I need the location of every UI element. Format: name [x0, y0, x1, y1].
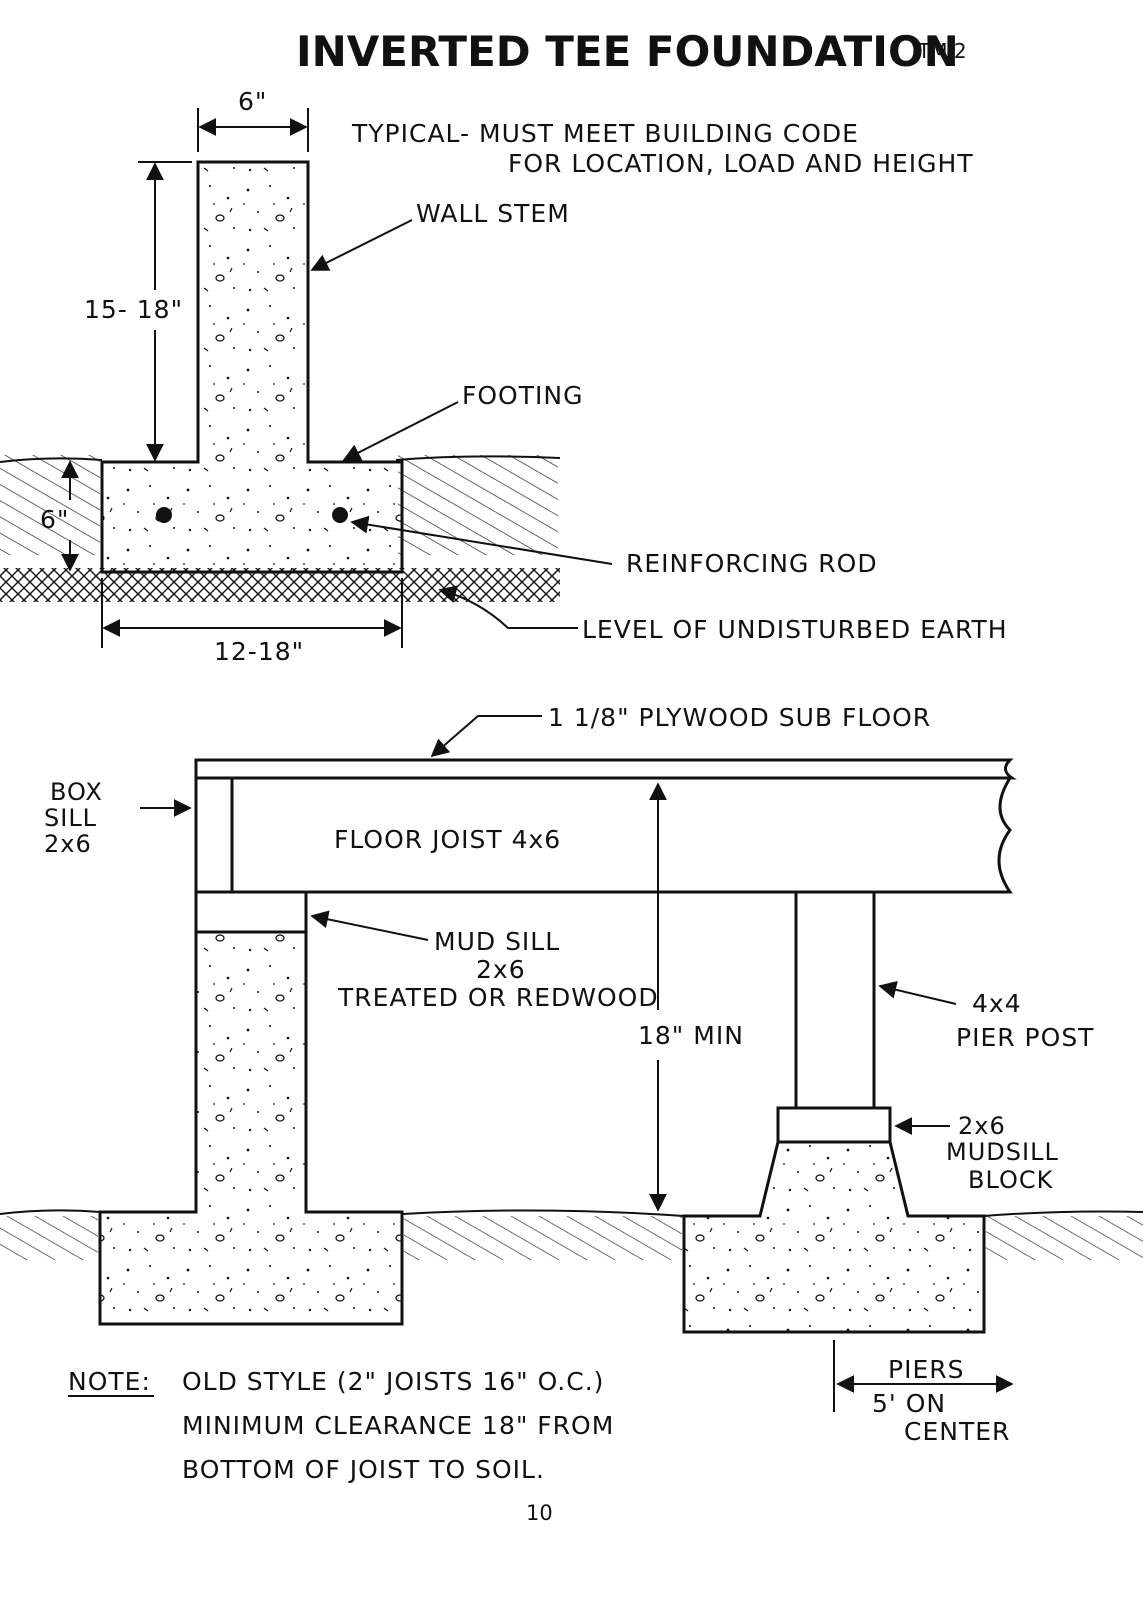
pier-post-label-2: PIER POST — [956, 1023, 1094, 1052]
page-number: 10 — [526, 1501, 553, 1525]
plywood-subfloor — [194, 758, 1017, 780]
stem-height-label: 15- 18" — [84, 295, 183, 324]
mud-sill — [194, 890, 308, 934]
title-tag: TM 2 — [917, 39, 967, 63]
bottom-floor-framing: 18" MIN 1 1/8" PLYWOOD SUB FLOOR BOX SIL… — [0, 703, 1143, 1446]
pier-post — [794, 890, 876, 1110]
note-line2: MINIMUM CLEARANCE 18" FROM — [182, 1411, 614, 1440]
plywood-label: 1 1/8" PLYWOOD SUB FLOOR — [548, 703, 931, 732]
page-title: INVERTED TEE FOUNDATION — [296, 27, 959, 76]
undisturbed-earth-label: LEVEL OF UNDISTURBED EARTH — [582, 615, 1008, 644]
mudsill-block-label-2: MUDSILL — [946, 1138, 1059, 1166]
box-sill-label-1: BOX — [50, 778, 103, 806]
footing-depth-label: 6" — [40, 505, 69, 534]
footing-label: FOOTING — [462, 381, 583, 410]
mud-sill-label-3: TREATED OR REDWOOD — [337, 983, 659, 1012]
mud-sill-label-2: 2x6 — [476, 955, 526, 984]
clearance-note: NOTE: OLD STYLE (2" JOISTS 16" O.C.) MIN… — [68, 1367, 614, 1484]
piers-label-3: CENTER — [904, 1417, 1010, 1446]
code-note-line2: FOR LOCATION, LOAD AND HEIGHT — [508, 149, 974, 178]
box-sill — [194, 776, 234, 894]
piers-label-1: PIERS — [888, 1355, 964, 1384]
box-sill-label-2: SILL — [44, 804, 97, 832]
clearance-label: 18" MIN — [638, 1021, 744, 1050]
piers-label-2: 5' ON — [872, 1389, 946, 1418]
floor-joist-label: FLOOR JOIST 4x6 — [334, 825, 561, 854]
note-prefix: NOTE: — [68, 1367, 151, 1396]
mudsill-block-label-3: BLOCK — [968, 1166, 1054, 1194]
note-line1: OLD STYLE (2" JOISTS 16" O.C.) — [182, 1367, 604, 1396]
mudsill-block-label-1: 2x6 — [958, 1112, 1006, 1140]
note-line3: BOTTOM OF JOIST TO SOIL. — [182, 1455, 545, 1484]
wall-stem-label: WALL STEM — [416, 199, 570, 228]
box-sill-label-3: 2x6 — [44, 830, 92, 858]
reinforcing-rod-label: REINFORCING ROD — [626, 549, 878, 578]
floor-joist — [230, 776, 1013, 894]
pier-post-label-1: 4x4 — [972, 989, 1022, 1018]
stem-width-label: 6" — [238, 87, 267, 116]
mud-sill-label-1: MUD SILL — [434, 927, 560, 956]
top-inverted-tee: 6" 15- 18" 6" 12-18" TYPICAL- MUST MEET … — [0, 87, 1008, 666]
footing-width-label: 12-18" — [214, 637, 304, 666]
mudsill-block — [776, 1106, 892, 1144]
code-note-line1: TYPICAL- MUST MEET BUILDING CODE — [351, 119, 859, 148]
reinforcing-rod-right — [332, 507, 348, 523]
reinforcing-rod-left — [156, 507, 172, 523]
